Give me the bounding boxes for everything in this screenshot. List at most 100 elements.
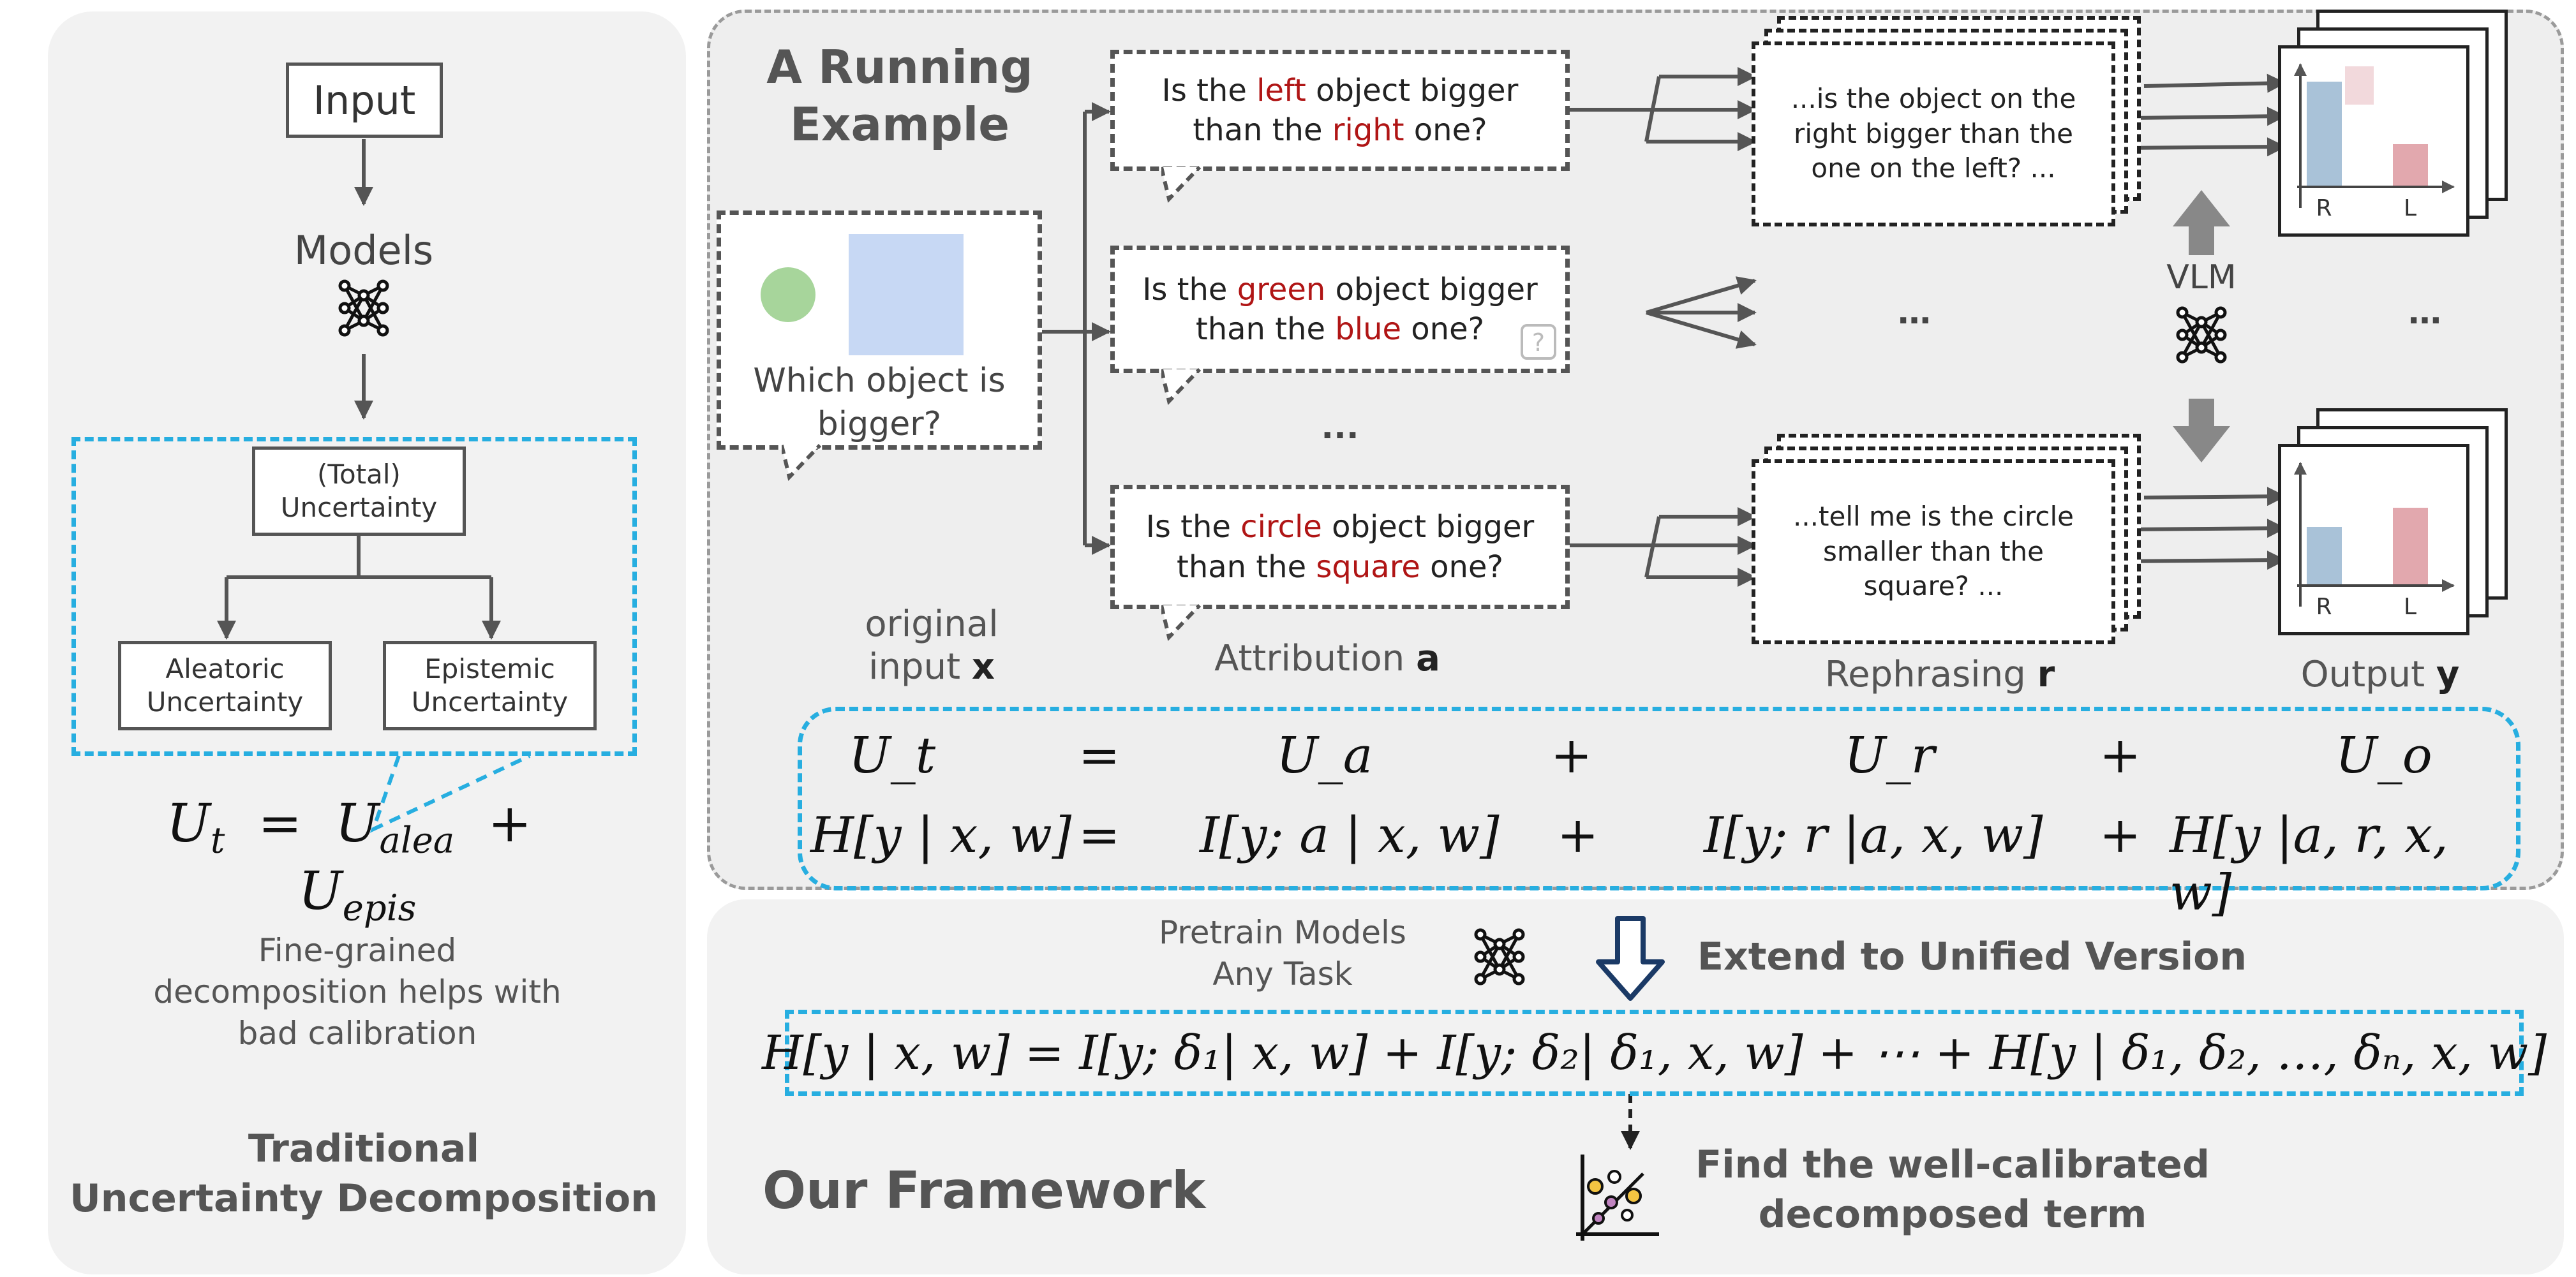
formula-sub-alea: alea	[379, 820, 455, 861]
output-stack-1: R L	[2278, 10, 2520, 252]
scatter-plot-icon	[1576, 1155, 1659, 1241]
find-label: Find the well-calibrated decomposed term	[1695, 1142, 2210, 1237]
eq-h-o: H[y |a, r, x, w]	[2170, 807, 2448, 922]
label-a: a	[1416, 638, 1440, 679]
eq-equals-1: =	[1078, 727, 1120, 785]
traditional-title: Traditional Uncertainty Decomposition	[70, 1126, 658, 1221]
output-card-front: R L	[2278, 45, 2469, 237]
equation-row-1: U_t = U_a + U_r + U_o	[804, 721, 2514, 804]
q2-text-d: than the	[1195, 311, 1336, 347]
traditional-formula: Ut = Ualea + Uepis	[102, 794, 613, 929]
q1-text-c: object bigger	[1306, 72, 1519, 108]
label-input: input	[868, 646, 972, 688]
rephrase-text-2: ...tell me is the circle smaller than th…	[1792, 501, 2074, 602]
unified-equation-box	[785, 1010, 2524, 1096]
formula-u-epis: U	[298, 861, 343, 922]
label-r: r	[2037, 654, 2055, 695]
input-question-text: Which object is bigger?	[753, 362, 1006, 443]
eq-plus-1: +	[1551, 727, 1593, 785]
output-card-front: R L	[2278, 444, 2469, 635]
framework-title: Our Framework	[763, 1161, 1206, 1220]
svg-text:?: ?	[1532, 328, 1545, 357]
q3-text-d: than the	[1177, 549, 1316, 585]
eq-i-a: I[y; a | x, w]	[1200, 807, 1500, 864]
eq-plus-4: +	[2099, 807, 2141, 864]
label-attr-text: Attribution	[1214, 638, 1417, 679]
label-attribution: Attribution a	[1149, 638, 1506, 679]
eq-uo: U_o	[2335, 727, 2432, 785]
output-ellipsis: …	[2408, 293, 2441, 332]
input-label: Input	[313, 77, 416, 124]
total-uncertainty-box: (Total) Uncertainty	[252, 447, 466, 536]
q1-text-d: than the	[1193, 112, 1332, 148]
eq-plus-3: +	[1557, 807, 1599, 864]
q2-word-blue: blue	[1335, 311, 1402, 347]
q3-text-c: object bigger	[1322, 509, 1535, 545]
bubble-tail	[1161, 604, 1202, 642]
input-box: Input	[286, 63, 443, 138]
aleatoric-box: Aleatoric Uncertainty	[118, 641, 332, 730]
q2-text-c: object bigger	[1325, 271, 1538, 307]
equation-row-2: H[y | x, w] = I[y; a | x, w] + I[y; r |a…	[804, 801, 2514, 922]
bar-l	[2393, 508, 2428, 586]
neural-network-icon	[338, 279, 389, 337]
formula-sub-epis: epis	[342, 887, 417, 929]
rephrasing-ellipsis: …	[1898, 293, 1931, 332]
q3-word-square: square	[1316, 549, 1420, 585]
bar-label-r: R	[2316, 195, 2332, 221]
label-output-text: Output	[2300, 654, 2436, 695]
total-uncertainty-label: (Total) Uncertainty	[280, 458, 438, 524]
q3-text-f: one?	[1420, 549, 1503, 585]
faded-bar	[2345, 66, 2374, 105]
output-stack-2: R L	[2278, 408, 2520, 651]
q2-text-f: one?	[1401, 311, 1485, 347]
eq-ua: U_a	[1276, 727, 1373, 785]
bar-label-l: L	[2404, 195, 2416, 221]
formula-eq: =	[258, 793, 302, 854]
attribution-bubble-3: Is the circle object bigger than the squ…	[1110, 485, 1570, 609]
eq-i-r: I[y; r |a, x, w]	[1704, 807, 2043, 864]
equation-grid: U_t = U_a + U_r + U_o H[y | x, w] = I[y;…	[804, 721, 2514, 922]
label-original: original	[865, 603, 999, 645]
q1-word-left: left	[1256, 72, 1306, 108]
epistemic-label: Epistemic Uncertainty	[411, 653, 569, 718]
aleatoric-label: Aleatoric Uncertainty	[146, 653, 304, 718]
bubble-tail	[1161, 166, 1202, 203]
input-question-bubble: Which object is bigger?	[717, 210, 1042, 450]
attribution-bubble-1: Is the left object bigger than the right…	[1110, 50, 1570, 171]
attribution-ellipsis: ...	[1321, 408, 1359, 447]
blue-square-shape	[849, 234, 964, 355]
output-bar-chart-1: R L	[2294, 63, 2455, 221]
formula-u-alea: U	[335, 793, 380, 854]
rephrase-card-front: ...is the object on the right bigger tha…	[1752, 41, 2115, 226]
unified-equation: H[y | x, w] = I[y; δ₁| x, w] + I[y; δ₂| …	[762, 1025, 2547, 1081]
formula-u-total: U	[166, 793, 211, 854]
rephrase-card-front: ...tell me is the circle smaller than th…	[1752, 459, 2115, 644]
q1-text-a: Is the	[1161, 72, 1257, 108]
bubble-tail	[782, 444, 822, 482]
label-y: y	[2436, 654, 2460, 695]
bar-r	[2307, 527, 2342, 586]
formula-plus: +	[488, 793, 532, 854]
output-bar-chart-2: R L	[2294, 462, 2455, 620]
green-circle-shape	[761, 267, 815, 322]
q2-word-green: green	[1237, 271, 1326, 307]
pretrain-label: Pretrain Models Any Task	[1159, 914, 1406, 993]
vlm-network-icon	[2176, 306, 2227, 364]
help-icon: ?	[1521, 324, 1556, 360]
bar-label-r: R	[2316, 594, 2332, 620]
bar-r	[2307, 82, 2342, 187]
q3-word-circle: circle	[1240, 509, 1322, 545]
rephrasing-stack-2: ...tell me is the circle smaller than th…	[1748, 434, 2150, 644]
eq-plus-2: +	[2099, 727, 2141, 785]
traditional-caption: Fine-grained decomposition helps with ba…	[153, 931, 562, 1052]
extend-label: Extend to Unified Version	[1697, 934, 2247, 979]
pretrain-network-icon	[1474, 928, 1525, 985]
eq-h-total: H[y | x, w]	[810, 807, 1072, 864]
decomposition-dashed-box	[71, 437, 637, 756]
attribution-bubble-2: Is the green object bigger than the blue…	[1110, 246, 1570, 373]
eq-equals-2: =	[1078, 807, 1120, 864]
epistemic-box: Epistemic Uncertainty	[383, 641, 597, 730]
eq-ur: U_r	[1844, 727, 1935, 785]
